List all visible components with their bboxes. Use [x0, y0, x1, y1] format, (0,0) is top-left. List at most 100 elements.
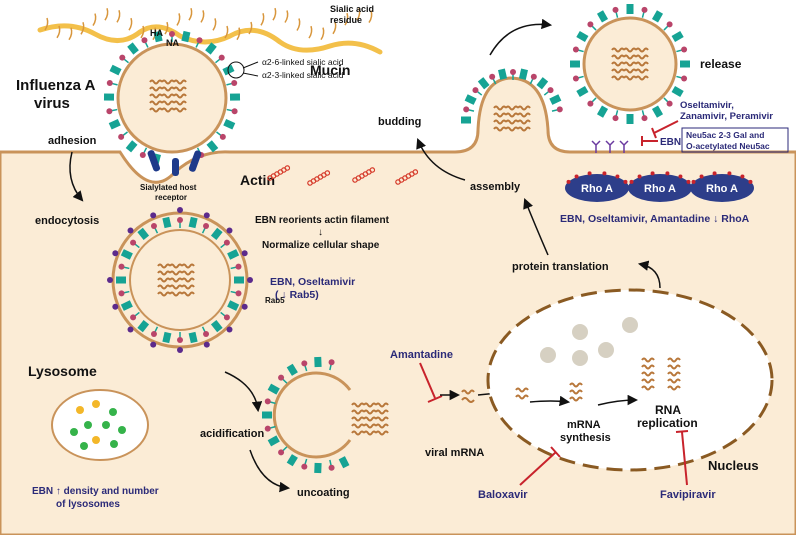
arrow-to-release [489, 18, 553, 56]
rab5-drugs-1: EBN, Oseltamivir [270, 276, 355, 288]
na-spike [118, 290, 125, 297]
ha-spike [229, 93, 241, 101]
rna-segment-icon [363, 416, 377, 422]
rna-segment-icon [181, 291, 195, 297]
rna-segment-icon [173, 107, 187, 113]
ha-spike [338, 456, 350, 469]
neu5ac-label-2: O-acetylated Neu5ac [686, 141, 770, 151]
na-spike [235, 263, 242, 270]
nucleus [486, 288, 774, 472]
sialic-acid-residue [80, 22, 85, 35]
rna-segment-icon [623, 47, 637, 53]
actin-effect-arrow: ↓ [318, 227, 323, 238]
sialic-acid-residue [176, 13, 181, 26]
rab5-dot [127, 326, 134, 333]
sialic-acid-residue [296, 18, 301, 31]
actin-filament-icon [395, 169, 419, 185]
ha-spike [109, 64, 122, 76]
protein-translation-label: protein translation [512, 261, 609, 273]
ebn-inhibitor-icon [641, 136, 658, 146]
rna-segment-icon [375, 409, 389, 415]
na-spike [530, 73, 537, 80]
na-spike [556, 106, 563, 113]
a26-label: α2-6-linked sialic acid [262, 57, 344, 67]
ha-spike [125, 140, 138, 153]
rna-segment-icon [641, 378, 655, 384]
sialic-acid-residue [236, 27, 241, 41]
rab5-dot [177, 207, 183, 213]
rna-segment-icon [493, 112, 507, 118]
na-spike [231, 108, 238, 115]
arrow-to-acidification [224, 371, 263, 413]
sialic-acid-residue [128, 17, 133, 31]
rhoa-protein-icon: Rho A [628, 171, 692, 202]
rhoa-label: Rho A [706, 183, 738, 195]
rna-segment-icon [169, 291, 183, 297]
ha-spike [116, 276, 126, 284]
na-spike [130, 239, 137, 246]
rna-segment-icon [351, 402, 365, 408]
ha-spike [162, 216, 172, 229]
na-spike [641, 115, 648, 122]
uncoating-virion [262, 356, 352, 474]
ha-spike [234, 276, 244, 284]
actin-effect-2: Normalize cellular shape [262, 240, 380, 251]
na-spike [177, 337, 183, 343]
ha-spike [518, 68, 528, 80]
assembly-label: assembly [470, 181, 521, 193]
na-inhibitors-1: Oseltamivir, [680, 100, 734, 111]
zoom-circle [227, 61, 245, 79]
ha-spike [227, 249, 240, 260]
rna-segment-icon [517, 112, 531, 118]
sialylated-host-receptor-icon [147, 150, 202, 176]
rna-segment-icon [363, 423, 377, 429]
ha-spike [267, 435, 280, 447]
sialic-acid-residue [248, 21, 253, 35]
virus-title-2: virus [34, 95, 70, 112]
sialic-acid-residue [68, 27, 73, 41]
na-spike [489, 73, 496, 80]
rna-segment-icon [181, 270, 195, 276]
rna-segment-icon [635, 54, 649, 60]
na-spike [203, 331, 210, 338]
ha-spike [127, 42, 139, 55]
rab5-label: Rab5 [265, 296, 285, 305]
sialic-acid-residue [320, 27, 325, 41]
sialic-acid-residue [368, 10, 373, 24]
rna-segment-icon [641, 357, 655, 363]
na-spike [301, 463, 308, 470]
rna-segment-icon [667, 357, 681, 363]
na-spike [666, 100, 673, 107]
sialic-acid-residue [104, 7, 109, 21]
rna-segment-icon [515, 394, 529, 400]
rna-segment-icon [181, 277, 195, 283]
ha-spike [227, 300, 240, 311]
actin-effect-1: EBN reorients actin filament [255, 215, 390, 226]
rab5-dot [226, 326, 233, 333]
sialic-acid-residue [92, 13, 97, 26]
rna-segment-icon [351, 416, 365, 422]
arrow-adhesion [69, 151, 84, 202]
rab5-dot [203, 341, 210, 348]
na-spike [587, 21, 594, 28]
na-spike [463, 106, 470, 113]
na-spike [278, 374, 285, 381]
ha-spike [680, 60, 690, 68]
na-spike [510, 69, 516, 75]
rab5-dot [107, 277, 113, 283]
rna-segment-icon [173, 86, 187, 92]
ha-spike [223, 119, 236, 130]
rna-segment-icon [157, 291, 171, 297]
na-spike [106, 108, 113, 115]
rna-segment-icon [149, 107, 163, 113]
actin-filament-icon [307, 170, 331, 186]
rna-segment-icon [515, 387, 529, 393]
sialic-acid-residue [56, 25, 61, 39]
rab5-dot [226, 227, 233, 234]
rna-segment-icon [173, 93, 187, 99]
sialic-acid-receptor-icon [591, 140, 629, 153]
viral-mrna-label: viral mRNA [425, 447, 484, 459]
ha-spike [137, 227, 150, 240]
rhoa-label: Rho A [581, 183, 613, 195]
rab5-dot [150, 212, 157, 219]
